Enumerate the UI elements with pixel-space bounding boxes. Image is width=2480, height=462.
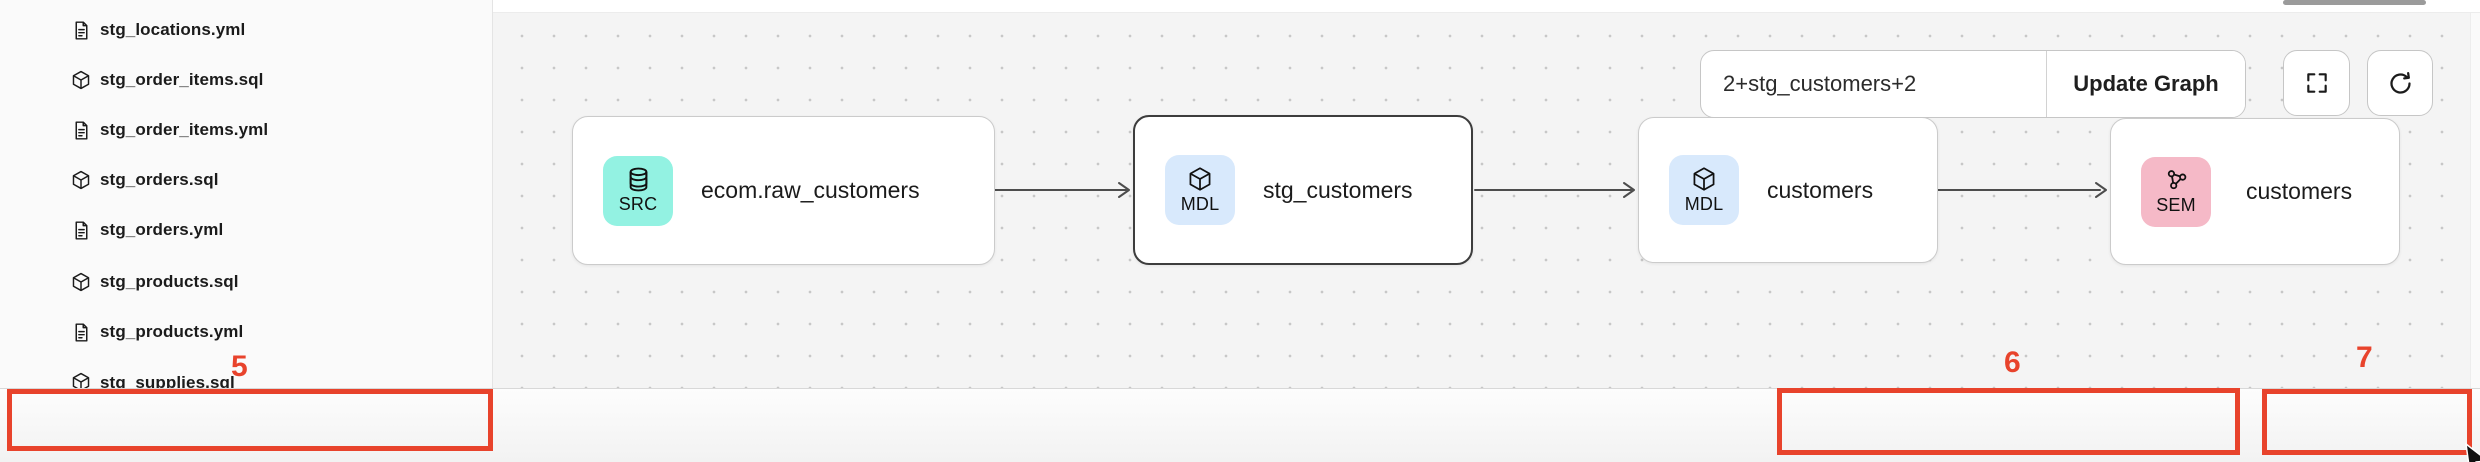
model-badge: MDL	[1165, 155, 1235, 225]
file-name: stg_orders.yml	[100, 220, 224, 239]
file-item-stg-locations-yml[interactable]: stg_locations.yml	[0, 5, 492, 55]
node-label: customers	[2246, 178, 2353, 204]
badge-label: MDL	[1180, 194, 1220, 214]
canvas-hscrollbar-thumb[interactable]	[2283, 0, 2426, 5]
model-cube-icon	[70, 271, 92, 293]
file-name: stg_products.yml	[100, 322, 244, 341]
database-icon	[629, 167, 647, 192]
lineage-node-source-raw-customers[interactable]: SRC ecom.raw_customers	[572, 116, 995, 265]
fullscreen-icon	[2306, 73, 2327, 93]
model-badge: MDL	[1669, 155, 1739, 225]
file-name: stg_order_items.yml	[100, 120, 269, 139]
bottom-command-bar: Defer to staging/production ? Ready	[0, 388, 2480, 462]
file-item-stg-products-sql[interactable]: stg_products.sql	[0, 257, 492, 307]
refresh-button[interactable]	[2367, 50, 2433, 116]
canvas-vscrollbar-track[interactable]	[2470, 13, 2480, 388]
file-item-clipped[interactable]: stg_supplies.sql	[0, 357, 492, 388]
canvas-hscrollbar-track[interactable]	[493, 0, 2480, 13]
refresh-icon	[2389, 71, 2411, 94]
badge-label: SEM	[2156, 195, 2196, 215]
file-doc-icon	[70, 219, 92, 241]
node-label: customers	[1767, 176, 1874, 203]
file-explorer-sidebar: stg_locations.yml stg_order_items.sql st…	[0, 0, 493, 388]
lineage-node-stg-customers[interactable]: MDL stg_customers	[1133, 115, 1473, 265]
model-cube-icon	[70, 169, 92, 191]
file-name: stg_locations.yml	[100, 20, 246, 39]
file-item-stg-products-yml[interactable]: stg_products.yml	[0, 307, 492, 357]
lineage-selector-input[interactable]	[1701, 51, 2046, 117]
badge-label: MDL	[1684, 194, 1724, 214]
lineage-node-customers-semantic[interactable]: SEM customers	[2110, 118, 2400, 265]
file-doc-icon	[70, 19, 92, 41]
file-name: stg_supplies.sql	[100, 373, 235, 388]
node-label: stg_customers	[1263, 176, 1413, 203]
file-item-stg-orders-sql[interactable]: stg_orders.sql	[0, 155, 492, 205]
cube-icon	[1189, 167, 1211, 191]
file-name: stg_orders.sql	[100, 170, 219, 189]
badge-label: SRC	[618, 194, 658, 214]
file-item-stg-orders-yml[interactable]: stg_orders.yml	[0, 205, 492, 255]
graph-selector-group: Update Graph	[1700, 50, 2246, 118]
file-doc-icon	[70, 119, 92, 141]
semantic-icon	[2167, 170, 2186, 190]
file-name: stg_products.sql	[100, 272, 239, 291]
file-item-stg-order-items-sql[interactable]: stg_order_items.sql	[0, 55, 492, 105]
lineage-node-customers-model[interactable]: MDL customers	[1638, 117, 1938, 263]
update-graph-button[interactable]: Update Graph	[2046, 51, 2245, 117]
model-cube-icon	[70, 69, 92, 91]
file-name: stg_order_items.sql	[100, 70, 264, 89]
source-badge: SRC	[603, 155, 673, 226]
file-doc-icon	[70, 321, 92, 343]
node-label: ecom.raw_customers	[701, 177, 920, 203]
fullscreen-button[interactable]	[2283, 50, 2350, 116]
cube-icon	[1693, 167, 1715, 191]
file-item-stg-order-items-yml[interactable]: stg_order_items.yml	[0, 105, 492, 155]
model-cube-icon	[70, 371, 92, 388]
semantic-badge: SEM	[2141, 156, 2211, 227]
